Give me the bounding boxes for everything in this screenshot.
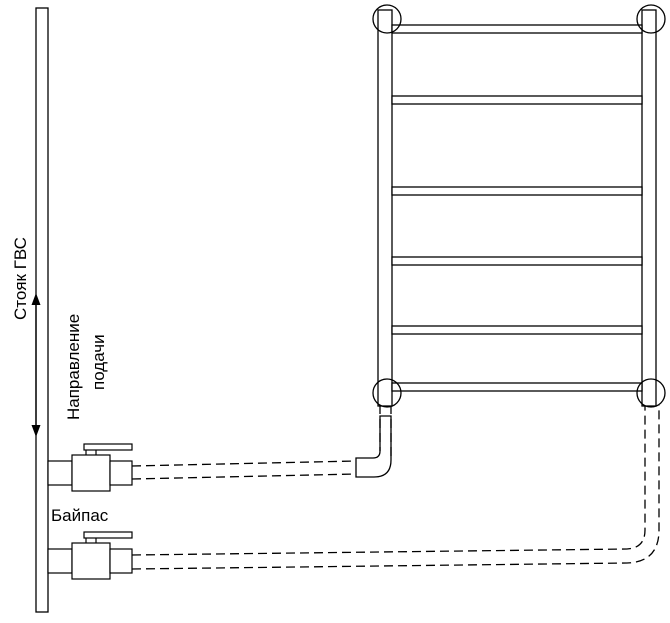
lower-bypass-pipe bbox=[131, 405, 660, 570]
towel-rail-crossbars bbox=[391, 24, 643, 392]
riser-label: Стояк ГВС bbox=[11, 237, 30, 320]
bypass-label: Байпас bbox=[51, 506, 109, 525]
heated-towel-rail bbox=[372, 4, 666, 408]
left-elbow bbox=[355, 415, 392, 478]
towel-rail-crossbar bbox=[391, 382, 643, 392]
bracket-top-left bbox=[372, 4, 402, 34]
left-drop-pipe bbox=[379, 405, 392, 460]
towel-rail-left-post bbox=[377, 9, 393, 407]
towel-rail-crossbar bbox=[391, 95, 643, 105]
bracket-bottom-left bbox=[372, 378, 402, 408]
towel-rail-crossbar bbox=[391, 325, 643, 335]
hot-water-riser bbox=[35, 7, 49, 613]
lower-valve bbox=[47, 531, 133, 580]
towel-rail-right-post bbox=[641, 9, 657, 407]
upper-supply-pipe bbox=[131, 460, 357, 480]
upper-valve bbox=[47, 443, 133, 492]
direction-label-line2: подачи bbox=[89, 334, 108, 390]
towel-rail-crossbar bbox=[391, 24, 643, 34]
towel-rail-crossbar bbox=[391, 186, 643, 196]
double-arrow-icon bbox=[31, 293, 41, 437]
towel-rail-crossbar bbox=[391, 256, 643, 266]
bracket-bottom-right bbox=[636, 378, 666, 408]
direction-label-line1: Направление bbox=[64, 314, 83, 420]
bracket-top-right bbox=[636, 4, 666, 34]
